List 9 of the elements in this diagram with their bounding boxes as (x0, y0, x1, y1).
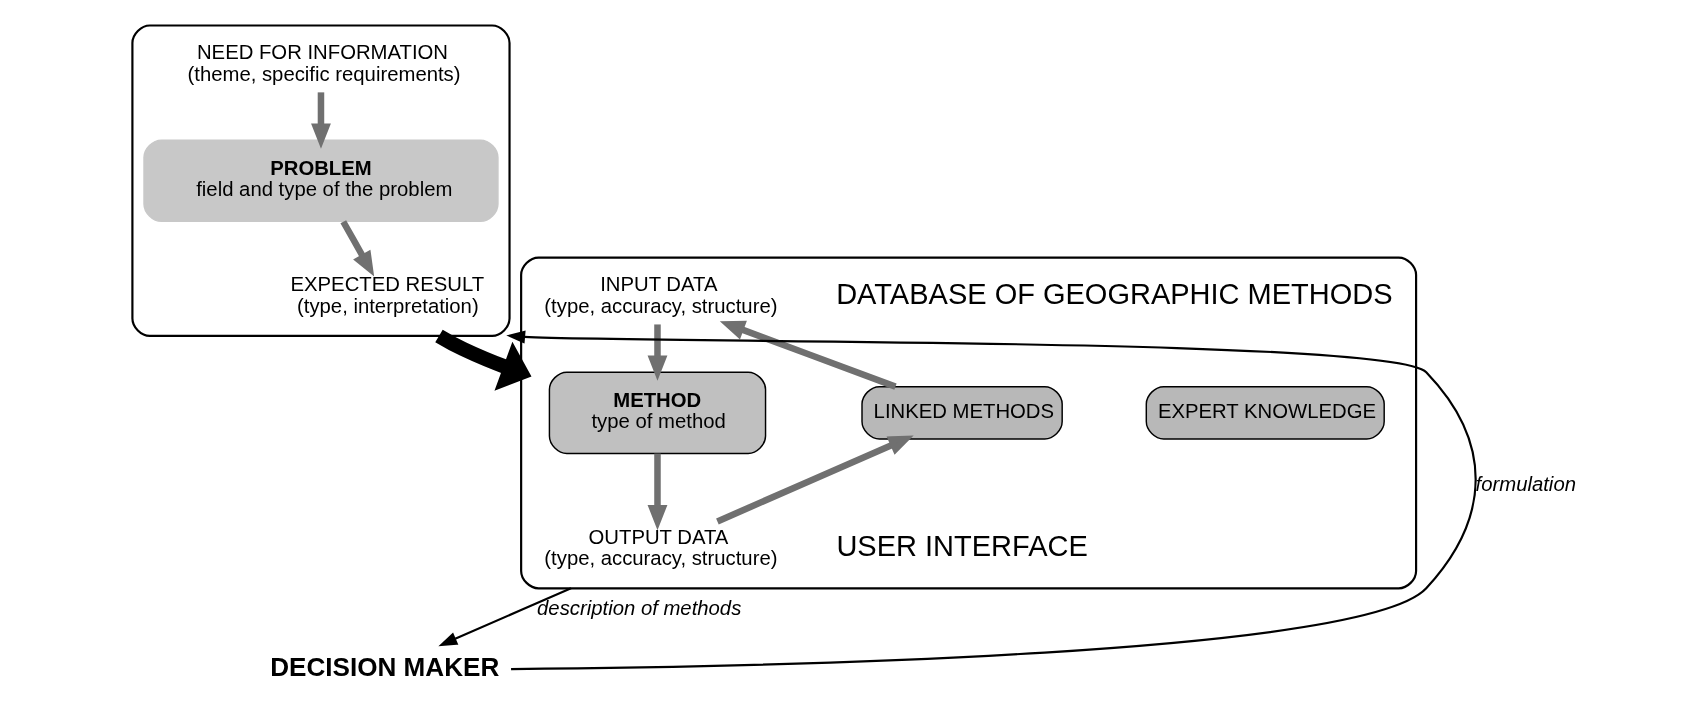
node-text: NEED FOR INFORMATION (theme, specific requirements) (187, 41, 461, 85)
node-text: OUTPUT DATA (type, accuracy, structure) (543, 525, 777, 570)
node-text: DECISION MAKER (269, 651, 499, 682)
node-text: EXPECTED RESULT (type, interpretation) (290, 273, 484, 317)
label: USER INTERFACE (835, 530, 1088, 563)
edge-label: formulation (1475, 473, 1576, 496)
label: DATABASE OF GEOGRAPHIC METHODS (835, 278, 1393, 311)
node-text: INPUT DATA (type, accuracy, structure) (543, 273, 777, 317)
edge-label: description of methods (536, 596, 741, 619)
